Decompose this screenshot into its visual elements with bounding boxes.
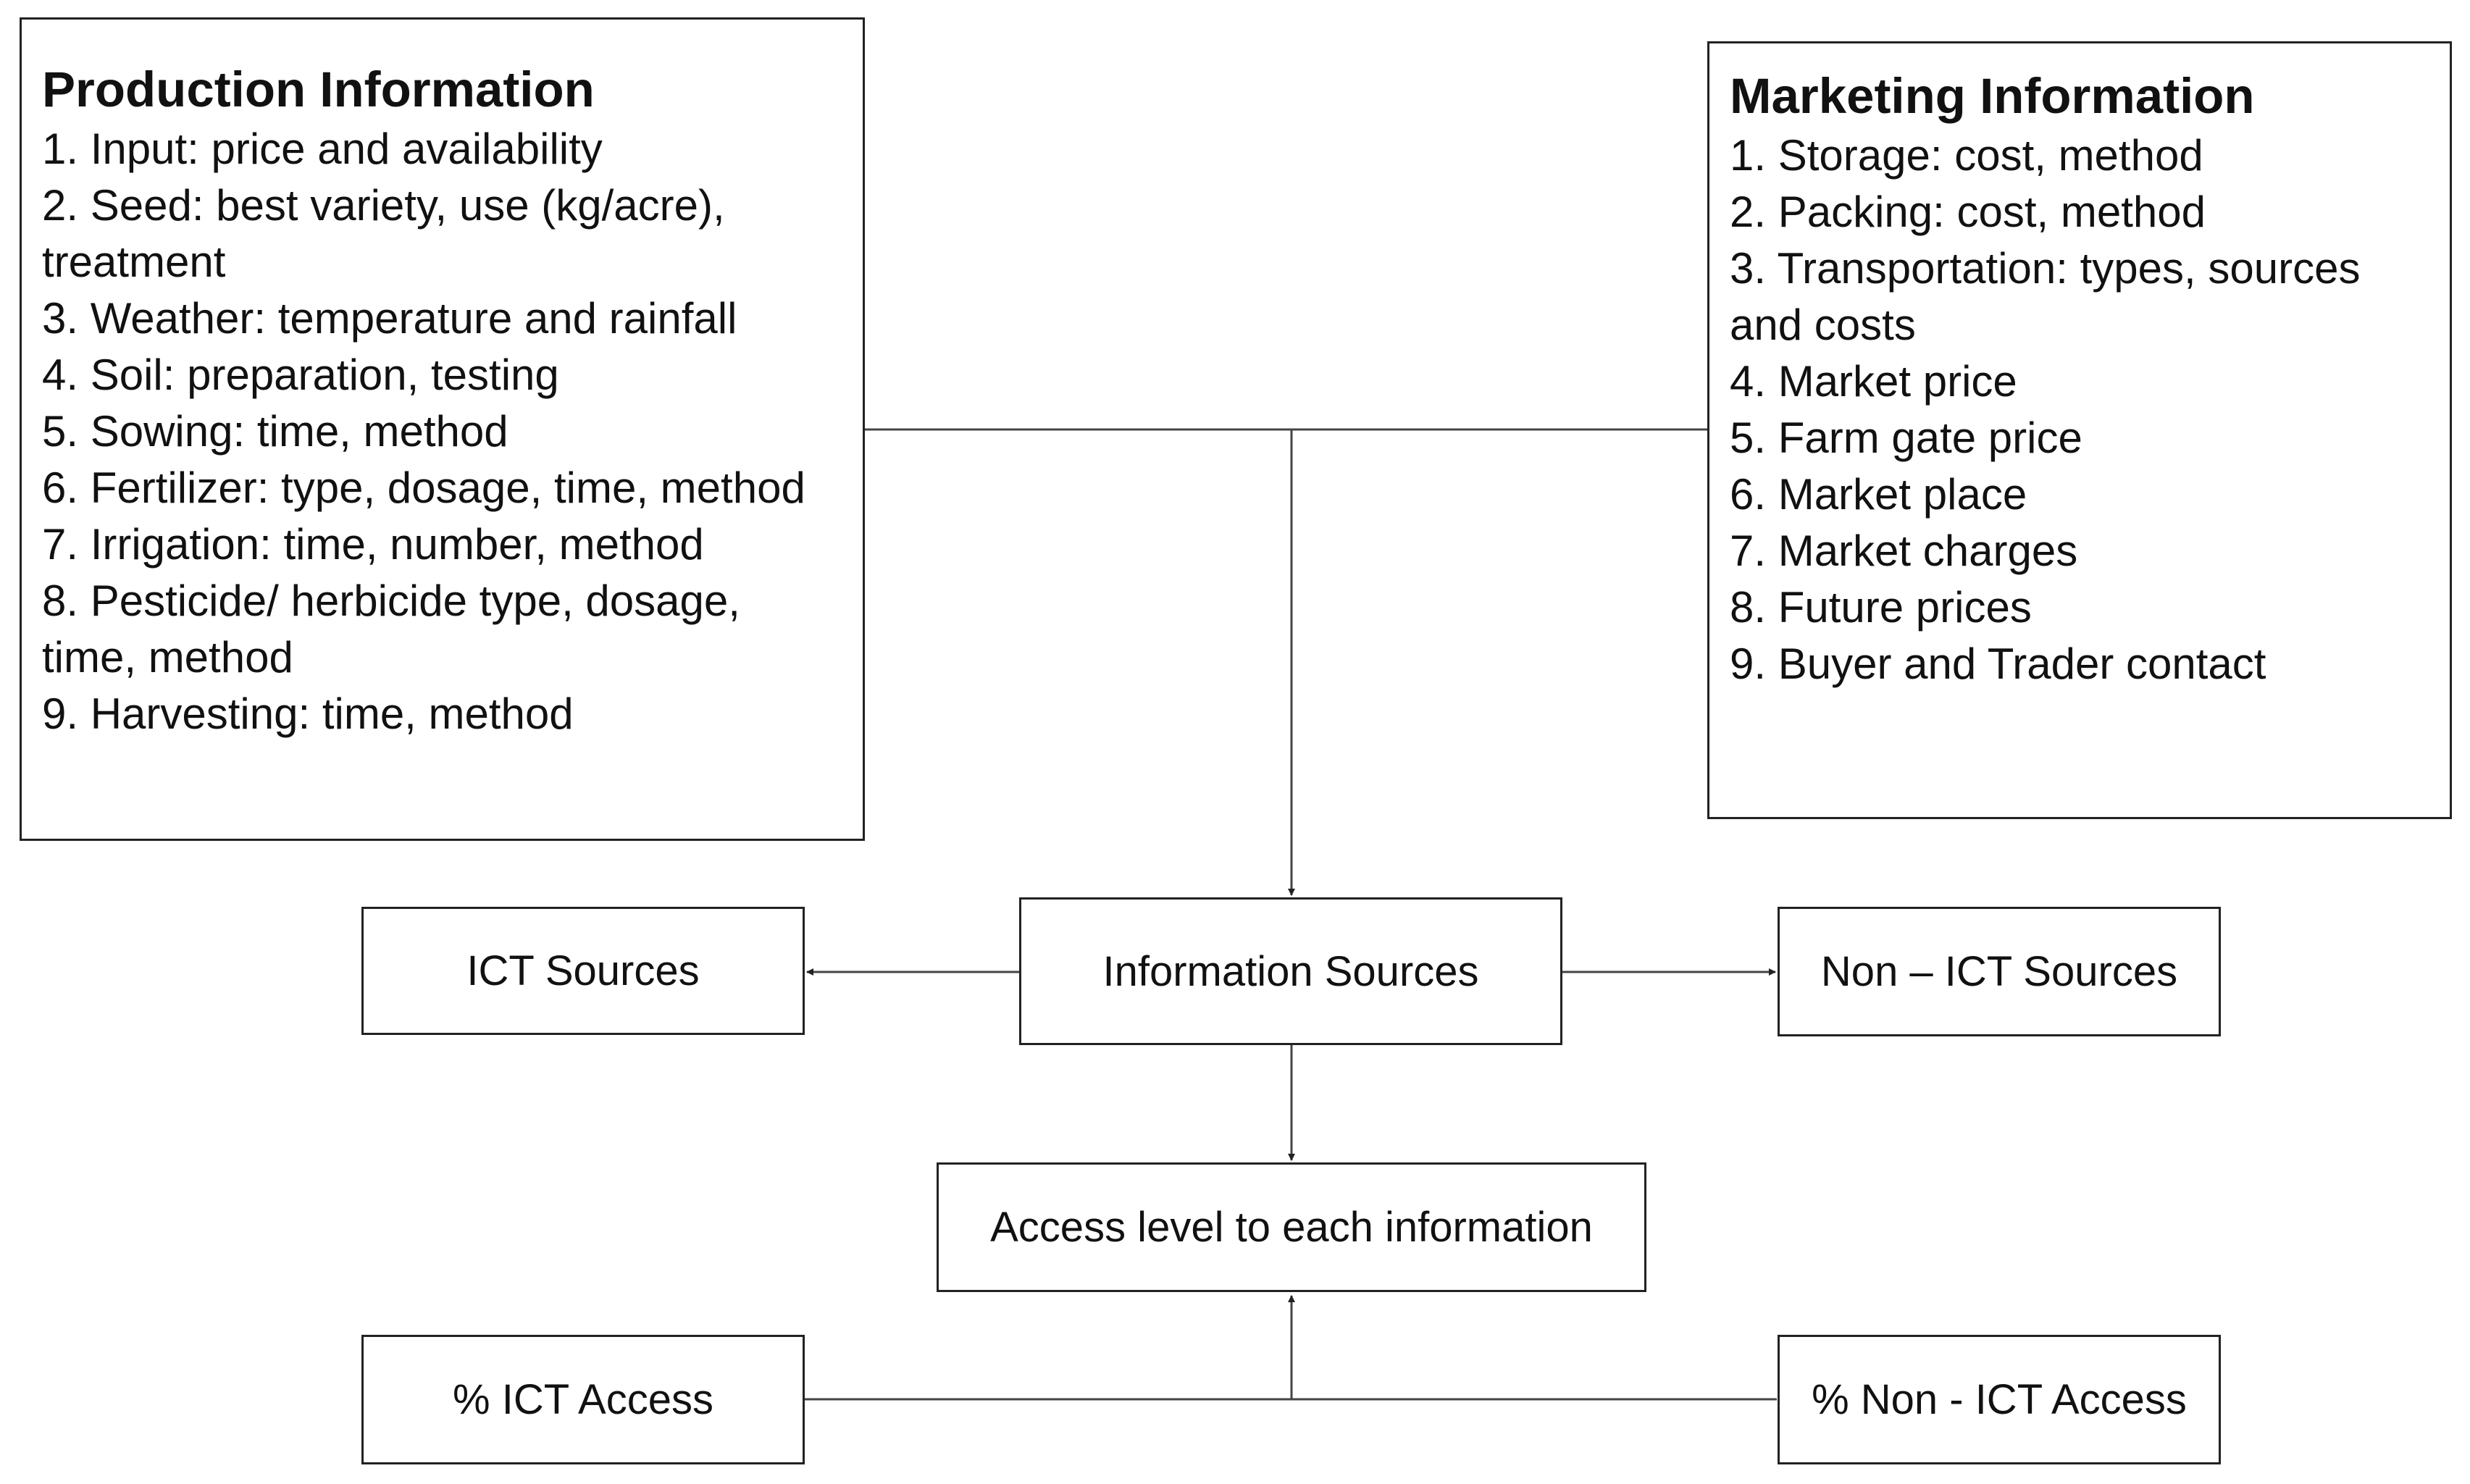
list-item: 7. Irrigation: time, number, method <box>42 520 704 569</box>
non-ict-access-box: % Non - ICT Access <box>1778 1335 2221 1464</box>
non-ict-sources-box: Non – ICT Sources <box>1778 907 2221 1036</box>
ict-sources-label: ICT Sources <box>466 947 700 994</box>
non-ict-sources-label: Non – ICT Sources <box>1820 948 2178 995</box>
access-level-box: Access level to each information <box>937 1162 1646 1292</box>
list-item: 3. Weather: temperature and rainfall <box>42 294 737 343</box>
list-item: 5. Sowing: time, method <box>42 407 508 456</box>
list-item: 8. Pesticide/ herbicide type, dosage, ti… <box>42 577 740 682</box>
non-ict-access-label: % Non - ICT Access <box>1812 1376 2187 1423</box>
ict-access-label: % ICT Access <box>453 1376 713 1423</box>
list-item: 8. Future prices <box>1730 583 2032 632</box>
production-information-title: Production Information <box>42 62 595 117</box>
list-item: 1. Input: price and availability <box>42 125 603 173</box>
production-information-list: 1. Input: price and availability 2. Seed… <box>42 121 842 742</box>
ict-sources-box: ICT Sources <box>361 907 805 1035</box>
list-item: 2. Seed: best variety, use (kg/acre), tr… <box>42 181 725 286</box>
list-item: 7. Market charges <box>1730 527 2078 575</box>
marketing-information-title: Marketing Information <box>1730 68 2255 124</box>
list-item: 9. Buyer and Trader contact <box>1730 640 2266 688</box>
information-sources-box: Information Sources <box>1019 897 1562 1045</box>
list-item: 1. Storage: cost, method <box>1730 131 2203 180</box>
list-item: 6. Fertilizer: type, dosage, time, metho… <box>42 464 805 512</box>
marketing-information-list: 1. Storage: cost, method 2. Packing: cos… <box>1730 127 2429 692</box>
list-item: 4. Market price <box>1730 357 2017 406</box>
production-information-box: Production Information 1. Input: price a… <box>20 17 865 841</box>
list-item: 2. Packing: cost, method <box>1730 188 2206 236</box>
marketing-information-box: Marketing Information 1. Storage: cost, … <box>1707 41 2452 819</box>
information-sources-label: Information Sources <box>1102 947 1479 995</box>
list-item: 3. Transportation: types, sources and co… <box>1730 244 2361 349</box>
list-item: 5. Farm gate price <box>1730 414 2082 462</box>
list-item: 9. Harvesting: time, method <box>42 689 574 738</box>
access-level-label: Access level to each information <box>990 1204 1593 1251</box>
list-item: 4. Soil: preparation, testing <box>42 351 559 399</box>
list-item: 6. Market place <box>1730 470 2027 519</box>
ict-access-box: % ICT Access <box>361 1335 805 1464</box>
